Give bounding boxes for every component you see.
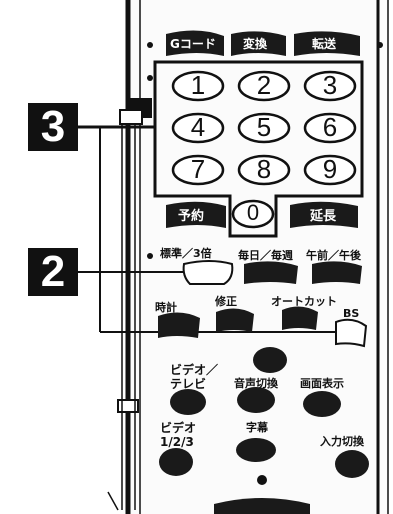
key-5-label[interactable]: 5 (256, 112, 272, 142)
key-1 (171, 70, 225, 102)
clock-button (158, 312, 200, 338)
gcode-button (166, 30, 224, 56)
key-8 (237, 154, 291, 186)
ampm-label: 午前／午後 (306, 249, 361, 262)
bottom-dial (214, 498, 310, 514)
transfer-button (294, 31, 360, 56)
dot-left (147, 75, 153, 81)
key-8-label[interactable]: 8 (256, 154, 272, 184)
extend-label: 延長 (310, 209, 337, 224)
extend-button (290, 201, 358, 228)
autocut-label: オートカット (271, 295, 337, 308)
video-tv-button (170, 389, 206, 415)
key-6 (303, 112, 357, 144)
guide-line-c (107, 491, 119, 511)
display-label: 画面表示 (300, 377, 344, 390)
audio-button (237, 387, 275, 413)
key-9 (303, 154, 357, 186)
convert-button (231, 31, 286, 56)
keypad-frame (153, 60, 364, 238)
clock-label: 時計 (155, 301, 177, 314)
reserve-button (166, 201, 226, 228)
key-1-label[interactable]: 1 (190, 70, 206, 100)
key-2-label[interactable]: 2 (256, 70, 272, 100)
subtitle-button (236, 438, 276, 462)
transfer-label: 転送 (312, 37, 337, 51)
side-tab-bottom (117, 399, 139, 413)
edit-label: 修正 (215, 295, 237, 308)
key-2 (237, 70, 291, 102)
video123-label-2: 1/2/3 (160, 435, 194, 449)
autocut-button (282, 306, 318, 330)
gcode-label: Gコード (170, 37, 216, 51)
key-0-label[interactable]: 0 (246, 200, 260, 225)
convert-label: 変換 (243, 37, 268, 51)
display-button (303, 391, 341, 417)
key-0 (231, 199, 275, 229)
daily-button (244, 261, 298, 284)
key-9-label[interactable]: 9 (322, 154, 338, 184)
key-7 (171, 154, 225, 186)
video123-button (159, 448, 193, 476)
input-label: 入力切換 (320, 435, 364, 448)
key-3 (303, 70, 357, 102)
input-button (335, 450, 369, 478)
speed-label: 標準／3倍 (160, 247, 212, 260)
callout-3: 3 (28, 103, 78, 151)
side-tab-top (119, 109, 143, 125)
video-tv-label-1: ビデオ／ (170, 363, 219, 377)
daily-label: 毎日／毎週 (238, 249, 293, 262)
ampm-button (312, 261, 362, 284)
video123-label-1: ビデオ (160, 421, 197, 435)
subtitle-label: 字幕 (246, 421, 268, 434)
key-4-label[interactable]: 4 (190, 112, 206, 142)
dot-transfer (377, 42, 383, 48)
dot-mode (147, 253, 153, 259)
key-5 (237, 112, 291, 144)
bs-button (335, 318, 368, 348)
bs-label: BS (343, 307, 360, 320)
speed-button (182, 260, 234, 285)
bottom-dot (257, 475, 267, 485)
dot-gcode (147, 42, 153, 48)
key-3-label[interactable]: 3 (322, 70, 338, 100)
key-7-label[interactable]: 7 (190, 154, 206, 184)
av-top-button (253, 347, 287, 373)
audio-label: 音声切換 (234, 377, 278, 390)
edit-button (216, 308, 254, 332)
video-tv-label-2: テレビ (170, 377, 207, 391)
reserve-label: 予約 (178, 209, 205, 224)
key-4 (171, 112, 225, 144)
callout-2: 2 (28, 248, 78, 296)
key-6-label[interactable]: 6 (322, 112, 338, 142)
